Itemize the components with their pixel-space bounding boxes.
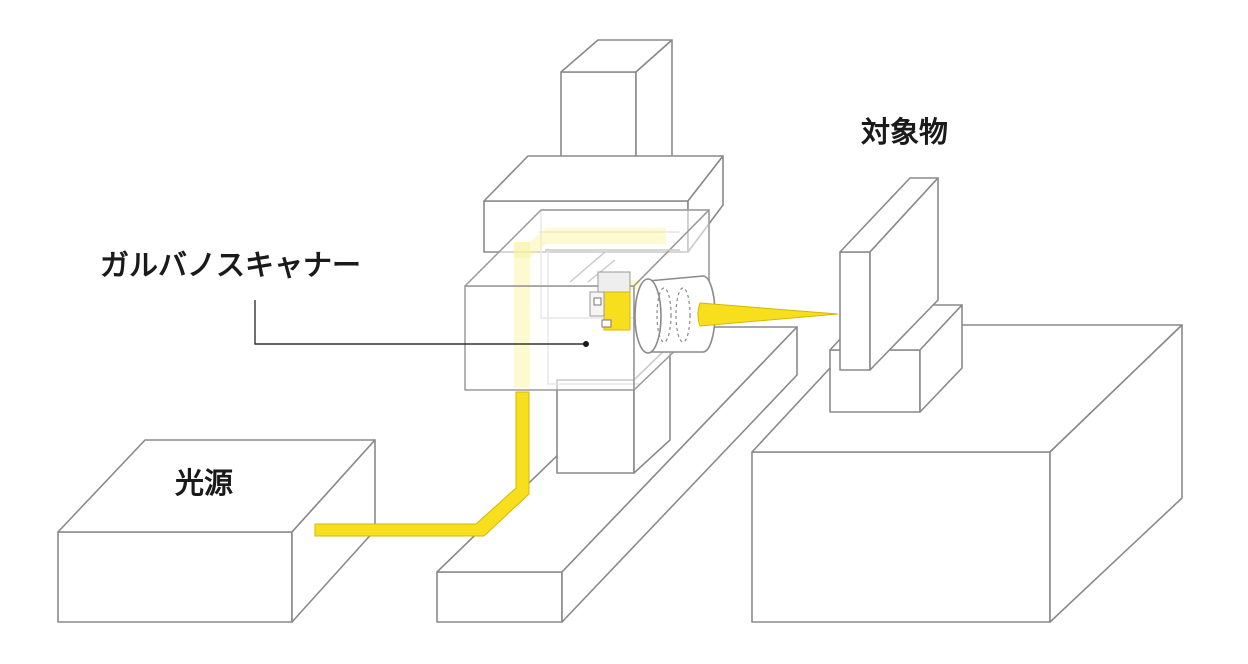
beam-feed [314,391,530,537]
galvano-scanner-label: ガルバノスキャナー [100,248,361,282]
lens-tube [634,275,716,354]
target-label: 対象物 [861,115,948,149]
column-upper [560,39,673,161]
column-lower [556,344,671,474]
light-source-box [57,439,376,623]
target-base-block [751,324,1183,623]
laser-output-beam [697,302,839,327]
target-object [839,177,939,371]
galvo-mirror-module [589,271,631,331]
light-source-label: 光源 [175,466,233,500]
scanner-leader [254,300,589,347]
